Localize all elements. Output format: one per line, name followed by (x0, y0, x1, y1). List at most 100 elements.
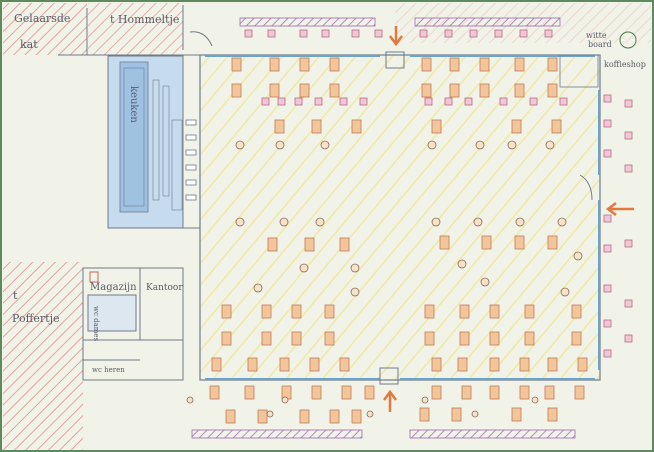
chair (499, 97, 508, 106)
table (324, 304, 335, 319)
round-table (473, 217, 483, 227)
table (479, 83, 490, 98)
door-bottom (379, 367, 399, 385)
round-table (471, 410, 479, 418)
round-table (235, 140, 245, 150)
walls-blue (205, 55, 600, 380)
chair (624, 131, 633, 140)
chair (624, 164, 633, 173)
table (459, 304, 470, 319)
table (329, 83, 340, 98)
label-kat: kat (20, 38, 38, 51)
chair (469, 29, 478, 38)
table (571, 331, 582, 346)
chair (603, 319, 612, 328)
tribune-bottom-right (409, 429, 576, 439)
table (514, 57, 525, 72)
table (299, 57, 310, 72)
chair (464, 97, 473, 106)
chair (603, 349, 612, 358)
round-table (480, 277, 490, 287)
table (231, 57, 242, 72)
table (261, 304, 272, 319)
round-table (186, 396, 194, 404)
round-table (557, 217, 567, 227)
table (339, 237, 350, 252)
chair (314, 97, 323, 106)
table (449, 83, 460, 98)
table (459, 331, 470, 346)
chair (374, 29, 383, 38)
table (489, 357, 500, 372)
table (221, 304, 232, 319)
table (577, 357, 588, 372)
table (299, 409, 310, 424)
counter-slot (185, 179, 197, 186)
kitchen-label: keuken (128, 86, 139, 123)
table (299, 83, 310, 98)
table (421, 57, 432, 72)
chair (321, 29, 330, 38)
round-table (253, 283, 263, 293)
round-table (281, 396, 289, 404)
kitchen: keuken (107, 55, 184, 229)
table (547, 357, 558, 372)
round-table (235, 217, 245, 227)
table (489, 331, 500, 346)
table (311, 385, 322, 400)
zone-hommeltje (88, 3, 183, 55)
chair (339, 97, 348, 106)
round-table (299, 263, 309, 273)
hall-floor (200, 55, 600, 380)
chair (444, 29, 453, 38)
chair (244, 29, 253, 38)
chair (424, 97, 433, 106)
table (231, 83, 242, 98)
counter-slot (185, 164, 197, 171)
chair (603, 214, 612, 223)
chair (261, 97, 270, 106)
round-table (475, 140, 485, 150)
table (461, 385, 472, 400)
table (341, 385, 352, 400)
table (291, 304, 302, 319)
chair (519, 29, 528, 38)
chair (294, 97, 303, 106)
table (221, 331, 232, 346)
table (211, 357, 222, 372)
table (547, 57, 558, 72)
round-table (279, 217, 289, 227)
table (304, 237, 315, 252)
chair (603, 94, 612, 103)
table (244, 385, 255, 400)
chair (624, 99, 633, 108)
round-table (315, 217, 325, 227)
label-magazijn: Magazijn (90, 282, 137, 293)
table (511, 407, 522, 422)
round-table (350, 287, 360, 297)
table (551, 119, 562, 134)
round-table (421, 396, 429, 404)
table (267, 237, 278, 252)
table (225, 409, 236, 424)
chair (277, 97, 286, 106)
label-wc-heren: wc heren (92, 366, 125, 374)
round-table (427, 140, 437, 150)
table (451, 407, 462, 422)
label-t: t (13, 289, 18, 302)
arrow-top-icon (389, 26, 403, 47)
table (547, 407, 558, 422)
round-table (507, 140, 517, 150)
chair (559, 97, 568, 106)
table (544, 385, 555, 400)
chair (419, 29, 428, 38)
table (257, 409, 268, 424)
table (424, 331, 435, 346)
chair (267, 29, 276, 38)
label-board: board (588, 40, 612, 49)
table (479, 57, 490, 72)
label-poffertje: Poffertje (12, 312, 60, 325)
table (311, 119, 322, 134)
table (514, 235, 525, 250)
